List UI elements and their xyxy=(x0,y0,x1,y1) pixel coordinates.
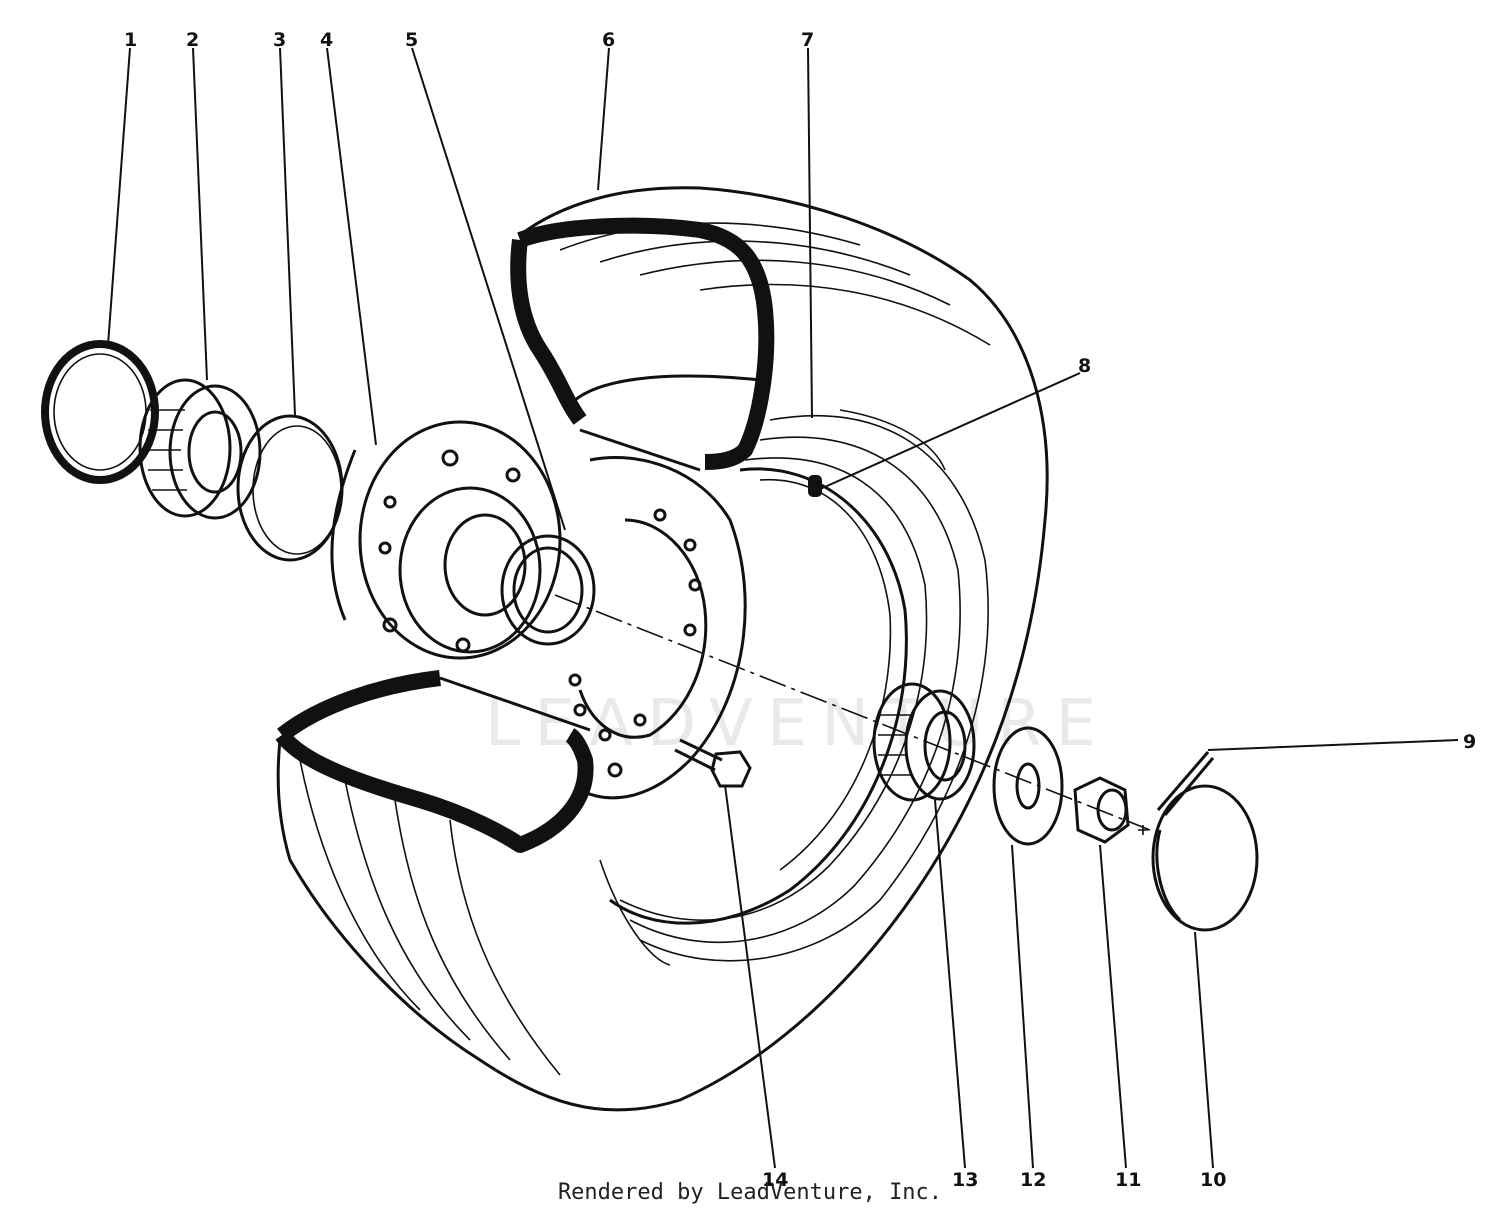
leader-5 xyxy=(411,47,566,531)
bearing-cone-outer xyxy=(138,378,262,520)
callout-6: 6 xyxy=(602,29,615,51)
callout-8: 8 xyxy=(1078,355,1091,377)
footer-credit: Rendered by LeadVenture, Inc. xyxy=(557,1180,943,1205)
callout-12: 12 xyxy=(1020,1169,1046,1191)
cotter-pin-hole-mark xyxy=(1138,825,1148,835)
leader-7 xyxy=(807,47,813,419)
wheel-bolt xyxy=(674,738,752,788)
leader-14 xyxy=(724,784,776,1169)
wheel-rim xyxy=(568,456,908,925)
leader-3 xyxy=(279,47,296,416)
callout-1: 1 xyxy=(124,29,137,51)
hub-cap xyxy=(1151,784,1259,932)
callout-5: 5 xyxy=(405,29,418,51)
leader-2 xyxy=(192,47,208,381)
leader-10 xyxy=(1194,931,1214,1169)
leader-1 xyxy=(107,47,131,346)
callout-11: 11 xyxy=(1115,1169,1141,1191)
flat-washer xyxy=(992,726,1064,846)
center-axis-line xyxy=(554,594,1151,831)
callout-3: 3 xyxy=(273,29,286,51)
leader-4 xyxy=(326,47,377,446)
valve-stem xyxy=(808,475,822,497)
leader-8 xyxy=(817,372,1081,491)
tire xyxy=(275,186,1049,1112)
castle-nut xyxy=(1073,776,1130,844)
leader-lines xyxy=(107,47,1459,1169)
leader-6 xyxy=(597,47,610,191)
callout-10: 10 xyxy=(1200,1169,1226,1191)
callout-9: 9 xyxy=(1463,731,1476,753)
wheel-hub xyxy=(330,420,562,660)
callout-numbers: 1 2 3 4 5 6 7 8 9 10 11 12 13 14 xyxy=(124,29,1476,1191)
grease-seal xyxy=(41,340,159,484)
bearing-cup-outer xyxy=(236,414,344,562)
leader-12 xyxy=(1011,844,1034,1169)
bearing-cone-inner xyxy=(872,682,976,802)
leader-11 xyxy=(1099,844,1127,1169)
callout-14: 14 xyxy=(762,1169,788,1191)
callout-4: 4 xyxy=(320,29,333,51)
leader-9 xyxy=(1207,739,1459,751)
callout-7: 7 xyxy=(801,29,814,51)
callout-13: 13 xyxy=(952,1169,978,1191)
leader-13 xyxy=(934,799,966,1169)
callout-2: 2 xyxy=(186,29,199,51)
cotter-pin xyxy=(1156,751,1215,816)
bearing-cup-inner xyxy=(500,534,596,646)
